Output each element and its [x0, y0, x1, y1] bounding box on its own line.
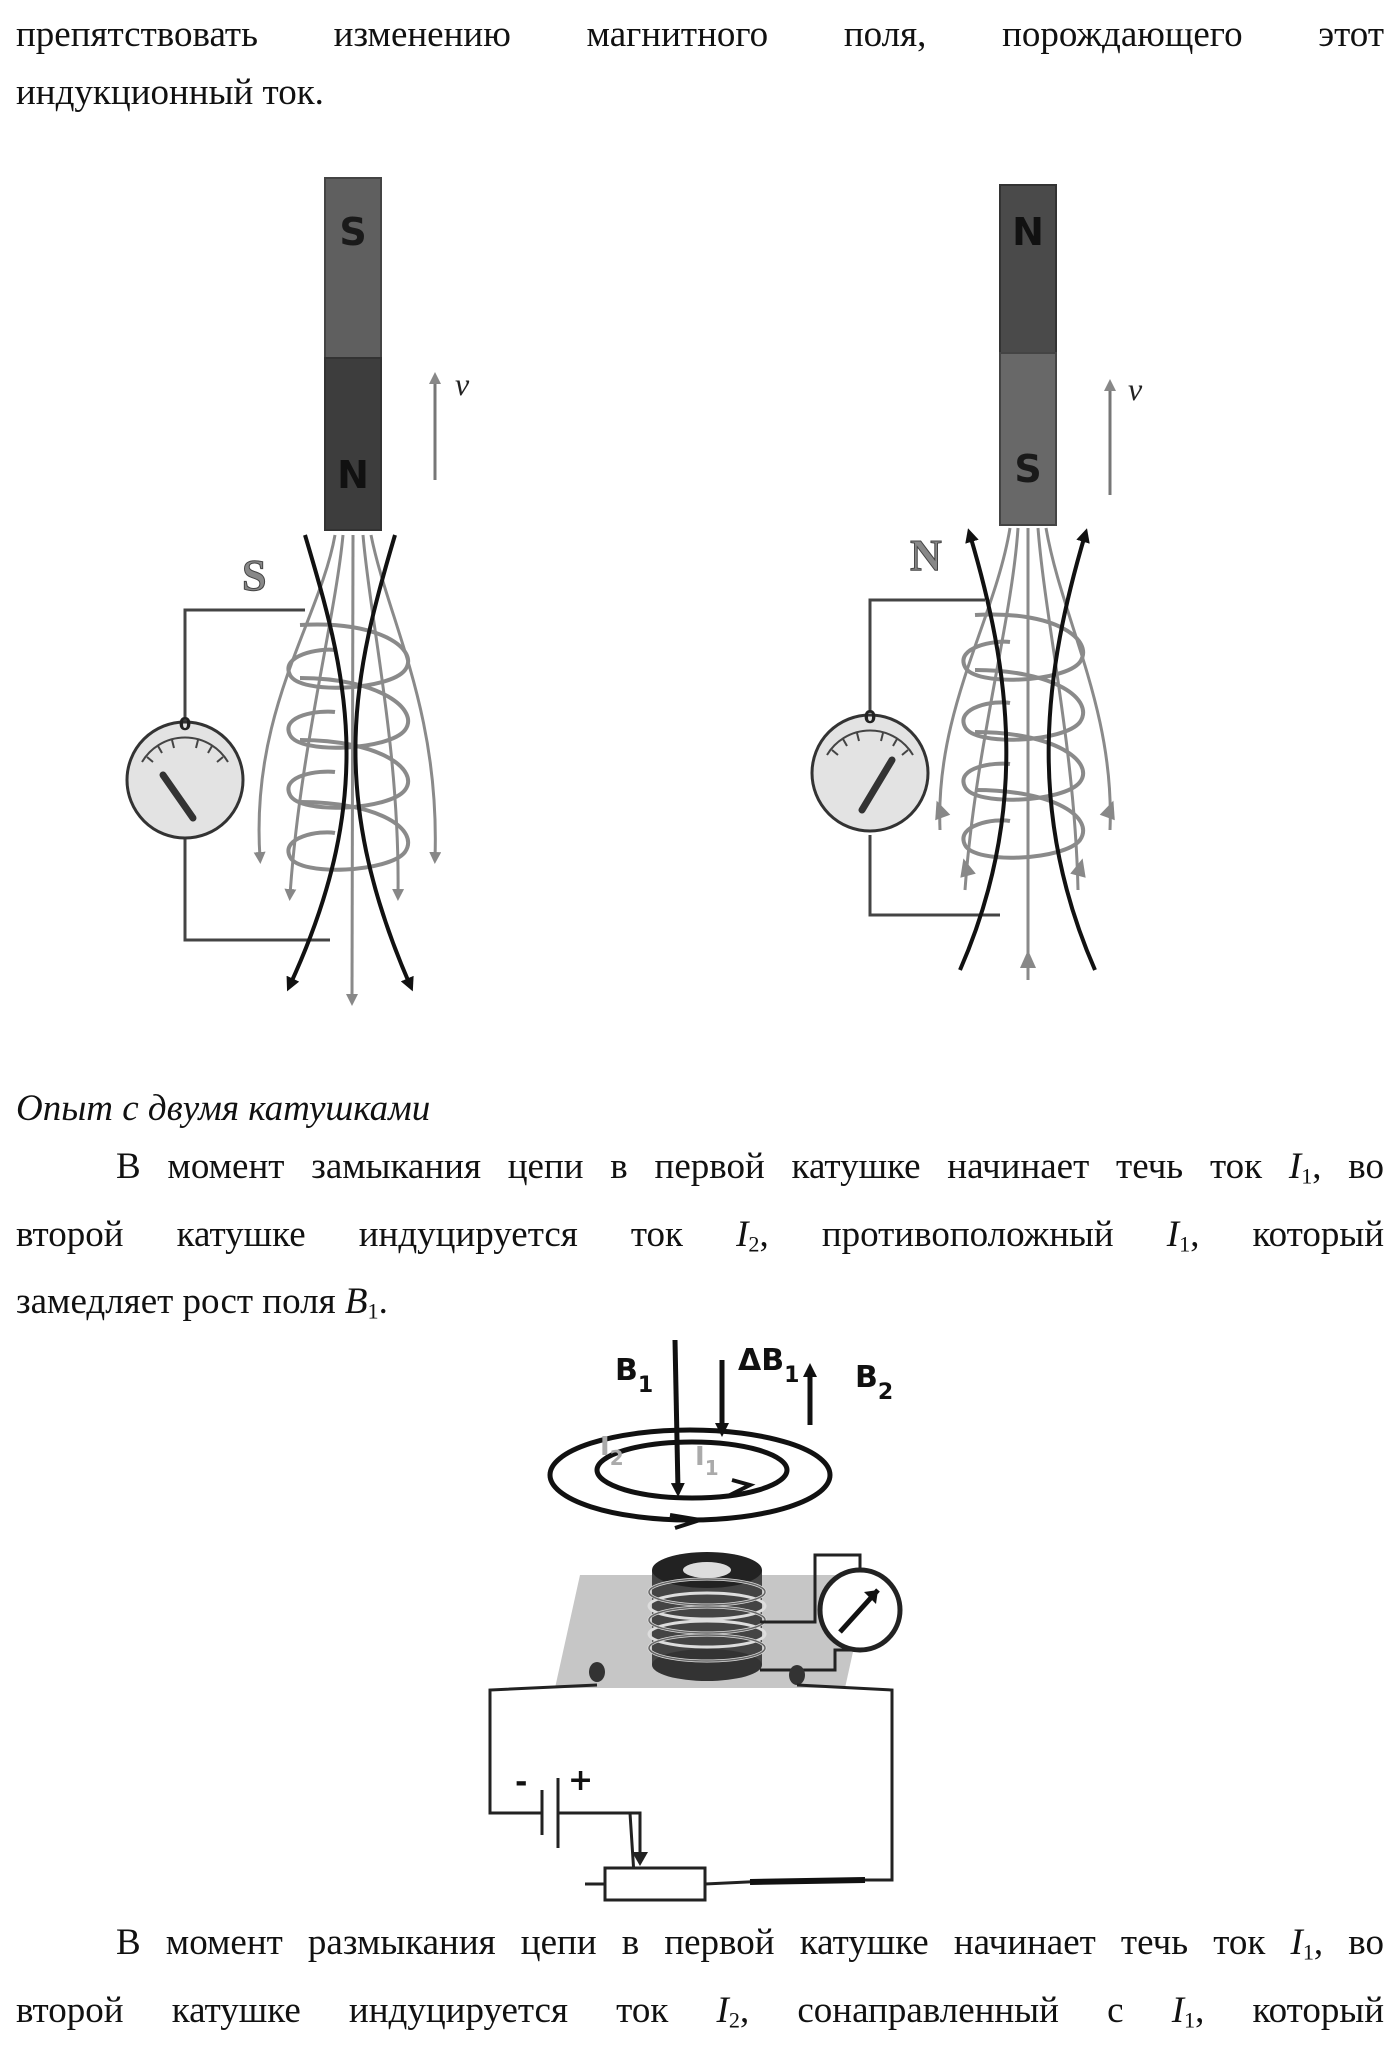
math-var: I	[1171, 1989, 1185, 2031]
label-i2: I2	[600, 1432, 624, 1470]
paragraph-top-line-1: препятствовать изменению магнитного поля…	[16, 6, 1384, 64]
section-para1-line-1: В момент замыкания цепи в первой катушке…	[16, 1138, 1384, 1206]
math-var: I	[1288, 1146, 1302, 1187]
left-field-lines	[253, 534, 442, 1006]
text: , который	[1190, 1213, 1384, 1255]
math-var: I	[1166, 1213, 1180, 1255]
battery-circuit-wire	[488, 1683, 637, 1891]
text: , сонаправленный с	[739, 1989, 1172, 2031]
math-sub: 1	[367, 1298, 379, 1324]
label-b2: B2	[855, 1360, 893, 1405]
right-magnet: N S	[999, 184, 1057, 526]
primary-coil	[647, 1552, 767, 1681]
section-para1-line-2: второй катушке индуцируется ток I2, прот…	[16, 1206, 1384, 1274]
right-field-arrowheads	[935, 800, 1115, 968]
left-setup: S N v⃗ S 0	[125, 177, 494, 1006]
right-galvanometer-needle	[858, 756, 896, 814]
right-coil-pole-label: N	[910, 531, 942, 580]
word: магнитного	[586, 14, 769, 55]
battery-plus: +	[568, 1763, 593, 1798]
paragraph-bottom-line-2: второй катушке индуцируется ток I2, сона…	[16, 1982, 1384, 2049]
right-setup: N S v⃗ N 0	[810, 184, 1167, 980]
left-galvanometer-zero: 0	[179, 714, 192, 735]
left-magnet: S N	[324, 177, 382, 531]
terminal-left	[589, 1662, 605, 1682]
word: препятствовать	[16, 14, 258, 55]
label-delta-b1: ΔB1	[738, 1343, 799, 1388]
word: изменению	[333, 14, 511, 55]
math-sub: 1	[1184, 2007, 1196, 2033]
word: порождающего	[1002, 14, 1243, 55]
right-galvanometer-zero: 0	[864, 707, 877, 728]
math-sub: 1	[1179, 1231, 1191, 1257]
loop-i1	[594, 1439, 790, 1501]
galvanometer-wire	[760, 1553, 862, 1624]
left-galvanometer: 0	[125, 714, 245, 840]
magnet-coil-figure: S N v⃗ S 0	[125, 177, 1167, 1006]
section-para1-line-3: замедляет рост поля B1.	[16, 1273, 1384, 1341]
math-sub: 1	[1301, 1163, 1313, 1189]
text: , во	[1313, 1922, 1384, 1963]
right-velocity-label: v⃗	[1128, 371, 1167, 407]
text: В момент размыкания цепи в первой катушк…	[116, 1922, 1291, 1963]
section-two-coils: Опыт с двумя катушками В момент замыкани…	[16, 1080, 1384, 1341]
section-heading: Опыт с двумя катушками	[16, 1088, 431, 1129]
math-var: I	[1290, 1922, 1303, 1963]
text: второй катушке индуцируется ток	[16, 1213, 737, 1255]
math-var: I	[716, 1989, 729, 2031]
left-coil-pole-label: S	[242, 551, 266, 600]
paragraph-bottom: В момент размыкания цепи в первой катушк…	[16, 1914, 1384, 2049]
label-b1: B1	[615, 1353, 653, 1398]
text: В момент замыкания цепи в первой катушке…	[116, 1146, 1289, 1187]
b1-arrow	[670, 1339, 685, 1497]
paragraph-bottom-line-1: В момент размыкания цепи в первой катушк…	[16, 1914, 1384, 1982]
label-i1: I1	[695, 1442, 719, 1480]
right-circuit-wire	[868, 598, 1000, 917]
paragraph-top: препятствовать изменению магнитного поля…	[16, 6, 1384, 122]
left-velocity-label: v⃗	[455, 366, 494, 402]
right-magnet-top-pole: N	[1012, 210, 1044, 254]
text: , противоположный	[759, 1213, 1167, 1255]
left-galvanometer-needle	[159, 771, 197, 822]
galvanometer	[817, 1567, 903, 1653]
word: поля,	[843, 14, 927, 55]
left-magnet-top-pole: S	[339, 210, 366, 254]
right-magnet-bottom-pole: S	[1014, 447, 1041, 491]
math-sub: 2	[728, 2007, 740, 2033]
right-circuit-wire	[790, 1683, 894, 1882]
text: .	[378, 1281, 388, 1323]
math-sub: 2	[748, 1231, 760, 1257]
math-var: I	[736, 1213, 749, 1255]
paragraph-top-line-2: индукционный ток.	[16, 72, 324, 113]
rheostat	[603, 1866, 707, 1902]
math-sub: 1	[1302, 1939, 1314, 1965]
terminal-right	[789, 1665, 805, 1685]
left-magnet-bottom-pole: N	[337, 453, 369, 497]
math-var: B	[344, 1281, 368, 1323]
battery-minus: -	[515, 1765, 527, 1800]
switch-bar	[749, 1877, 866, 1885]
loop-i1-arrow	[729, 1478, 756, 1497]
text: второй катушке индуцируется ток	[16, 1989, 717, 2031]
rheostat-slider	[632, 1852, 648, 1866]
two-coils-figure: B1 ΔB1 B2 I2 I1	[488, 1339, 903, 1902]
right-black-field-lines	[958, 528, 1097, 971]
word: этот	[1318, 14, 1384, 55]
right-field-lines	[938, 527, 1112, 980]
right-galvanometer: 0	[810, 707, 930, 833]
text: , который	[1195, 1989, 1384, 2031]
loop-i2-arrow	[669, 1513, 701, 1530]
text: замедляет рост поля	[16, 1281, 345, 1323]
rheostat-slider-wire	[558, 1811, 642, 1858]
left-black-field-lines	[286, 534, 414, 992]
text: , во	[1312, 1146, 1385, 1187]
left-circuit-wire	[183, 608, 330, 942]
